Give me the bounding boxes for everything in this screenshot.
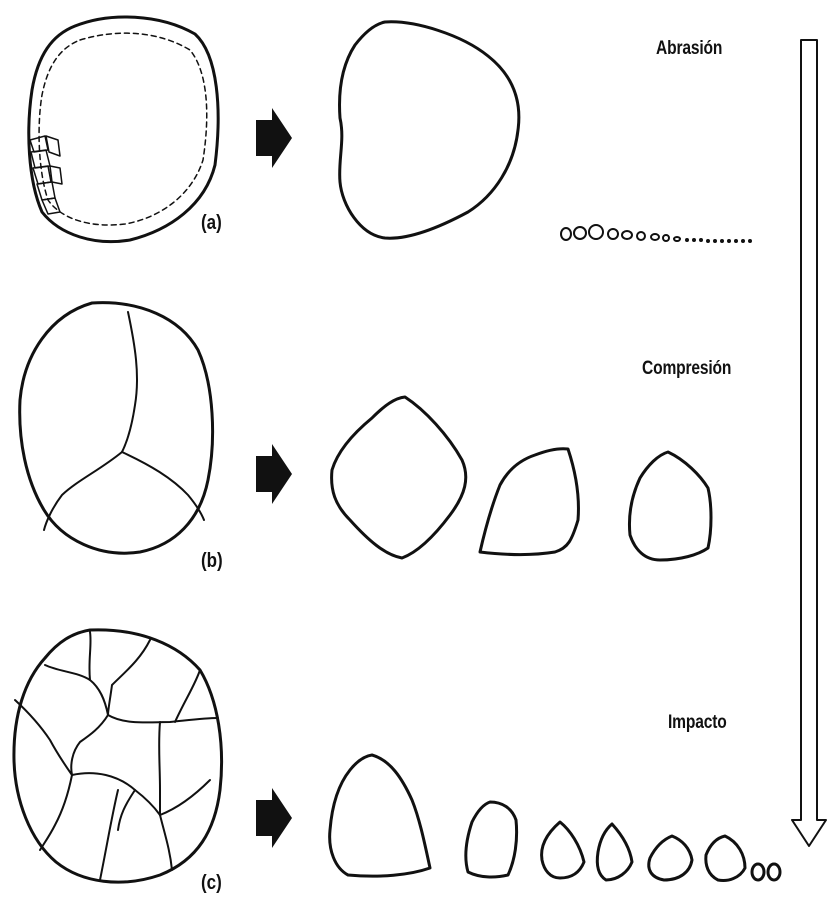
abrasion-fine-particles <box>561 225 752 243</box>
arrow-icon-b <box>256 444 292 504</box>
compression-fragment-2 <box>480 449 578 555</box>
label-compression: Compresión <box>642 358 731 380</box>
down-arrow-icon <box>792 40 826 846</box>
compression-fragment-3 <box>629 452 711 560</box>
label-case-c: (c) <box>201 872 222 895</box>
label-case-a: (a) <box>201 212 222 235</box>
impact-parent-particle <box>14 630 222 882</box>
abrasion-fines <box>30 136 62 214</box>
compression-fragment-1 <box>332 397 466 558</box>
abrasion-parent-particle <box>29 17 218 242</box>
label-case-b: (b) <box>201 550 223 573</box>
arrow-icon-a <box>256 108 292 168</box>
impact-fragments <box>330 755 780 881</box>
label-abrasion: Abrasión <box>656 38 722 60</box>
abrasion-residual-particle <box>340 22 519 238</box>
arrow-icon-c <box>256 788 292 848</box>
compression-parent-particle <box>20 303 213 553</box>
label-impact: Impacto <box>668 712 727 734</box>
